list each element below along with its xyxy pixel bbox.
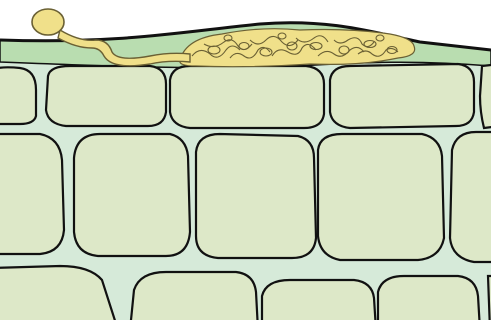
- cell: [330, 64, 474, 128]
- cell: [262, 280, 376, 320]
- cell: [450, 132, 491, 262]
- cell: [480, 64, 491, 128]
- cell: [196, 134, 316, 258]
- cell: [0, 134, 64, 254]
- cell: [170, 66, 324, 128]
- cell: [378, 276, 480, 320]
- cell: [46, 66, 166, 126]
- cell-row-upper: [0, 64, 491, 128]
- cell: [318, 134, 444, 260]
- cell: [130, 272, 258, 320]
- cell: [0, 67, 36, 124]
- spore: [32, 9, 64, 35]
- cell: [74, 134, 190, 256]
